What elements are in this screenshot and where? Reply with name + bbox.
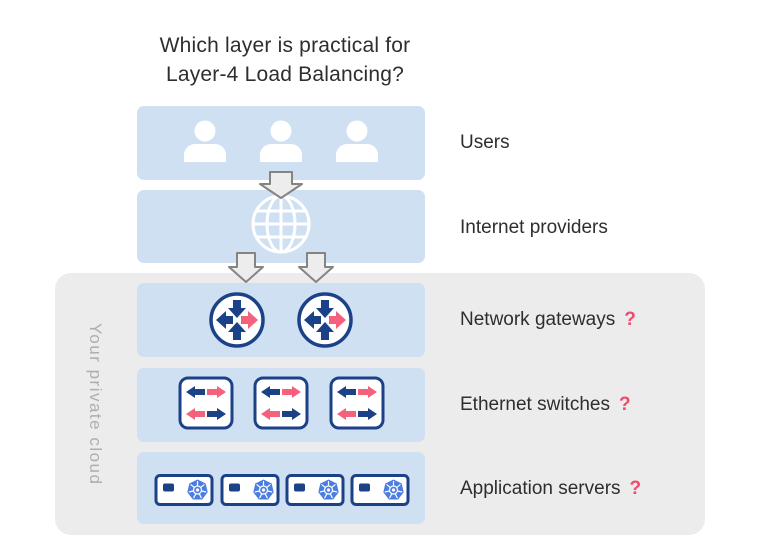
band-internet-providers (137, 190, 425, 263)
band-application-servers (137, 452, 425, 524)
row-label-text: Users (460, 132, 510, 153)
question-mark: ? (629, 478, 642, 499)
row-label-users: Users (460, 129, 519, 157)
row-label-text: Ethernet switches (460, 394, 610, 415)
row-label-internet-providers: Internet providers (460, 214, 617, 242)
page-title: Which layer is practical for Layer-4 Loa… (100, 31, 470, 89)
band-users (137, 106, 425, 180)
question-mark: ? (618, 394, 631, 415)
page-title-line2: Layer-4 Load Balancing? (165, 63, 405, 86)
question-mark: ? (624, 309, 636, 330)
row-label-text: Application servers (460, 478, 621, 499)
row-label-network-gateways: Network gateways? (460, 306, 636, 334)
band-network-gateways (137, 283, 425, 357)
band-ethernet-switches (137, 368, 425, 442)
row-label-ethernet-switches: Ethernet switches? (460, 391, 631, 419)
row-label-text: Network gateways (460, 309, 616, 330)
page-title-line1: Which layer is practical for (159, 34, 411, 57)
private-cloud-label: Your private cloud (86, 322, 105, 486)
row-label-text: Internet providers (460, 217, 608, 238)
row-label-application-servers: Application servers? (460, 475, 641, 503)
